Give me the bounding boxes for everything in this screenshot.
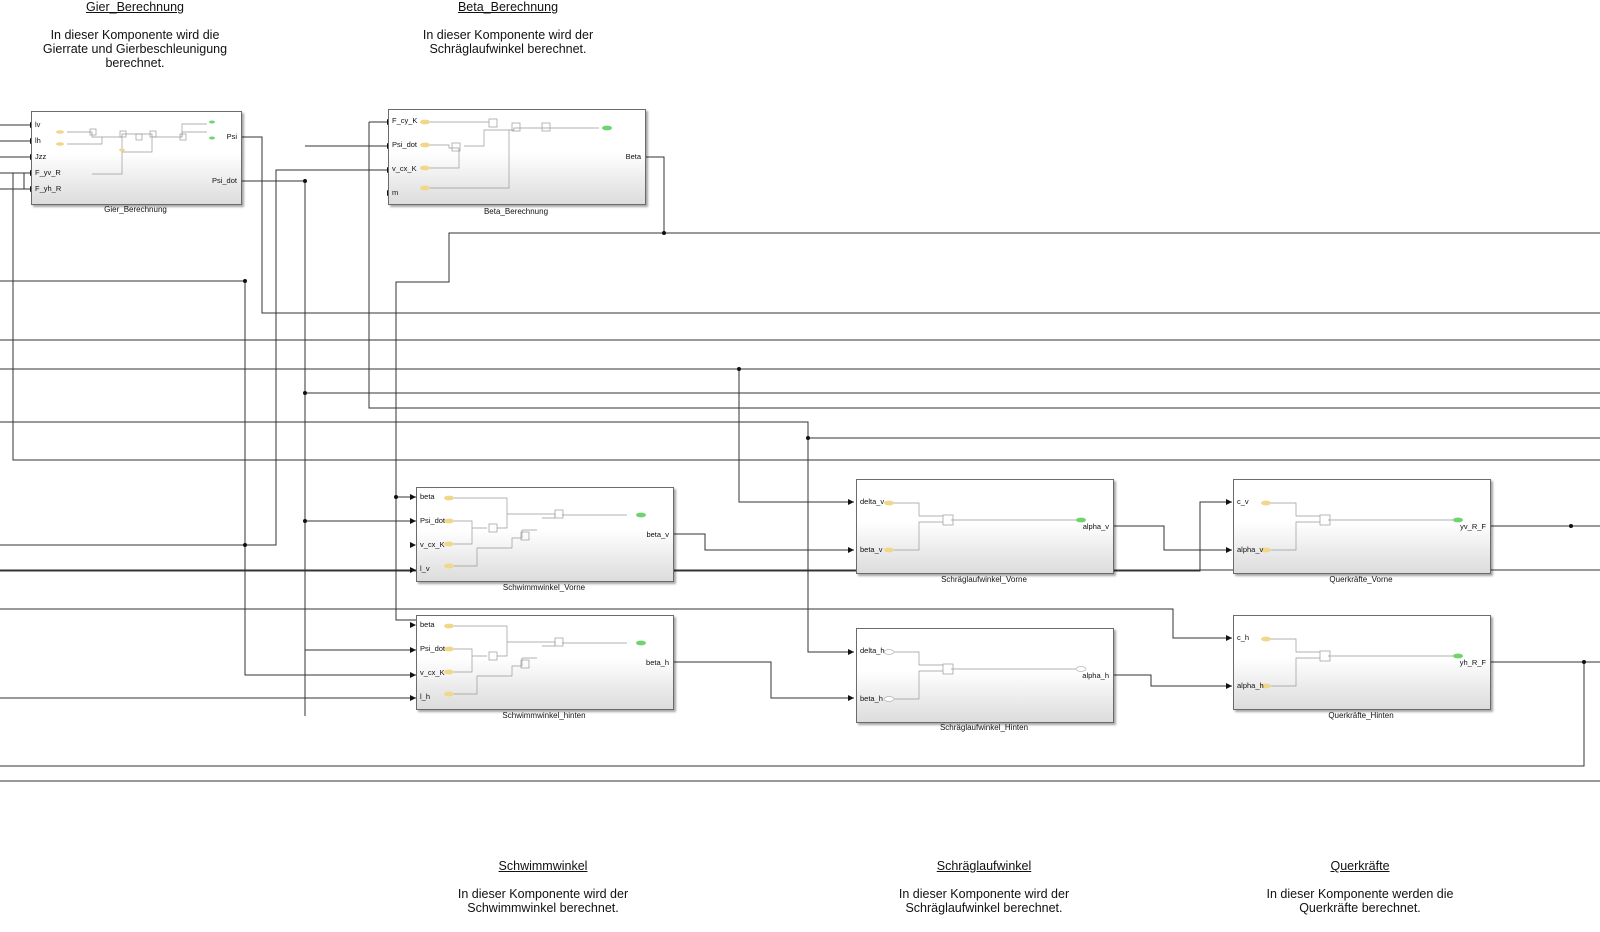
- block-label: Schwimmwinkel_hinten: [502, 711, 586, 720]
- block-beta-berechnung[interactable]: F_cy_K Psi_dot v_cx_K m Beta: [388, 109, 646, 205]
- subsystem-preview: [444, 623, 646, 697]
- block-label: Schwimmwinkel_Vorne: [502, 583, 586, 592]
- inport-label: beta_v: [860, 545, 883, 554]
- annotation-text: In dieser Komponente werden die: [1266, 887, 1454, 901]
- outport-label: yh_R_F: [1459, 658, 1486, 667]
- subsystem-preview: [1261, 636, 1463, 689]
- block-schraeglaufwinkel-vorne[interactable]: delta_v beta_v alpha_v: [856, 479, 1114, 574]
- outport-label: alpha_v: [1082, 522, 1109, 531]
- block-label: Beta_Berechnung: [483, 207, 549, 216]
- outport-label: alpha_h: [1082, 671, 1109, 680]
- annotation-text: In dieser Komponente wird der: [422, 28, 594, 42]
- inport-label: delta_v: [860, 497, 885, 506]
- block-label: Querkräfte_Hinten: [1328, 711, 1394, 720]
- annotation-text: In dieser Komponente wird der: [898, 887, 1070, 901]
- inport-label: beta: [420, 620, 435, 629]
- block-schwimmwinkel-vorne[interactable]: beta Psi_dot v_cx_K l_v beta_v: [416, 487, 674, 582]
- subsystem-preview: [56, 120, 215, 175]
- wire-fyv-loop: [12, 173, 1600, 461]
- wire-delta-h: [0, 421, 854, 653]
- outport-label: Beta: [625, 152, 641, 161]
- inport-label: delta_h: [860, 646, 885, 655]
- annotation-text: Schräglaufwinkel berechnet.: [429, 42, 587, 56]
- inport-label: beta_h: [860, 694, 883, 703]
- inport-label: v_cx_K: [420, 668, 445, 677]
- inport-label: F_cy_K: [392, 116, 418, 125]
- gier-input-wires: [0, 124, 30, 190]
- wire-bus-a: [0, 169, 416, 676]
- block-schwimmwinkel-hinten[interactable]: beta Psi_dot v_cx_K l_h beta_h: [416, 615, 674, 710]
- subsystem-preview: [883, 649, 1087, 702]
- annotation-text: In dieser Komponente wird der: [457, 887, 629, 901]
- wire-psi-dot: [240, 180, 306, 716]
- inport-label: lh: [35, 136, 41, 145]
- inport-label: c_v: [1237, 497, 1249, 506]
- inport-label: Psi_dot: [420, 516, 446, 525]
- inport-label: v_cx_K: [420, 540, 445, 549]
- wire-delta-v: [738, 369, 854, 503]
- inport-label: m: [392, 188, 399, 197]
- inport-label: c_h: [1237, 633, 1250, 642]
- outport-label: Psi: [226, 132, 237, 141]
- annotation-text: Schwimmwinkel berechnet.: [467, 901, 619, 915]
- inport-label: l_h: [420, 692, 431, 701]
- annotation-text: Schräglaufwinkel berechnet.: [905, 901, 1063, 915]
- block-label: Gier_Berechnung: [104, 205, 167, 214]
- inport-label: v_cx_K: [392, 164, 417, 173]
- inport-label: F_yv_R: [35, 168, 61, 177]
- outport-label: beta_h: [646, 658, 669, 667]
- inport-label: F_yh_R: [35, 184, 62, 193]
- inport-label: beta: [420, 492, 435, 501]
- block-label: Querkräfte_Vorne: [1329, 575, 1393, 584]
- inport-label: alpha_v: [1237, 545, 1264, 554]
- annotation-gier: Gier_Berechnung In dieser Komponente wir…: [35, 0, 235, 70]
- outport-label: beta_v: [646, 530, 669, 539]
- annotation-text: In dieser Komponente wird die: [50, 28, 220, 42]
- wire-psi: [240, 136, 1600, 314]
- inport-label: Psi_dot: [420, 644, 446, 653]
- inport-label: l_v: [420, 564, 430, 573]
- annotation-querkraefte: Querkräfte In dieser Komponente werden d…: [1260, 859, 1460, 915]
- annotation-title: Querkräfte: [1330, 859, 1390, 873]
- subsystem-preview: [1261, 500, 1463, 553]
- block-schraeglaufwinkel-hinten[interactable]: delta_h beta_h alpha_h: [856, 628, 1114, 723]
- annotation-title: Gier_Berechnung: [86, 0, 184, 14]
- annotation-text: Querkräfte berechnet.: [1299, 901, 1421, 915]
- inport-label: lv: [35, 120, 41, 129]
- annotation-title: Schwimmwinkel: [498, 859, 588, 873]
- annotation-schwimmwinkel: Schwimmwinkel In dieser Komponente wird …: [443, 859, 643, 915]
- wire-c-h: [0, 608, 1232, 639]
- block-label: Schräglaufwinkel_Hinten: [939, 723, 1029, 732]
- inport-label: Jzz: [35, 152, 47, 161]
- inport-label: Psi_dot: [392, 140, 418, 149]
- annotation-beta: Beta_Berechnung In dieser Komponente wir…: [408, 0, 608, 56]
- inport-label: alpha_h: [1237, 681, 1264, 690]
- annotation-schraeglaufwinkel: Schräglaufwinkel In dieser Komponente wi…: [884, 859, 1084, 915]
- subsystem-preview: [444, 495, 646, 569]
- block-label: Schräglaufwinkel_Vorne: [941, 575, 1027, 584]
- annotation-title: Schräglaufwinkel: [936, 859, 1032, 873]
- block-querkraefte-vorne[interactable]: c_v alpha_v yv_R_F: [1233, 479, 1491, 574]
- outport-label: Psi_dot: [211, 176, 237, 185]
- subsystem-preview: [420, 118, 612, 191]
- annotation-text: berechnet.: [105, 56, 165, 70]
- outport-label: yv_R_F: [1460, 522, 1486, 531]
- annotation-title: Beta_Berechnung: [457, 0, 559, 14]
- annotation-text: Gierrate und Gierbeschleunigung: [42, 42, 228, 56]
- subsystem-preview: [884, 500, 1086, 553]
- block-querkraefte-hinten[interactable]: c_h alpha_h yh_R_F: [1233, 615, 1491, 710]
- block-gier-berechnung[interactable]: lv lh Jzz F_yv_R F_yh_R Psi Psi_dot: [31, 111, 242, 205]
